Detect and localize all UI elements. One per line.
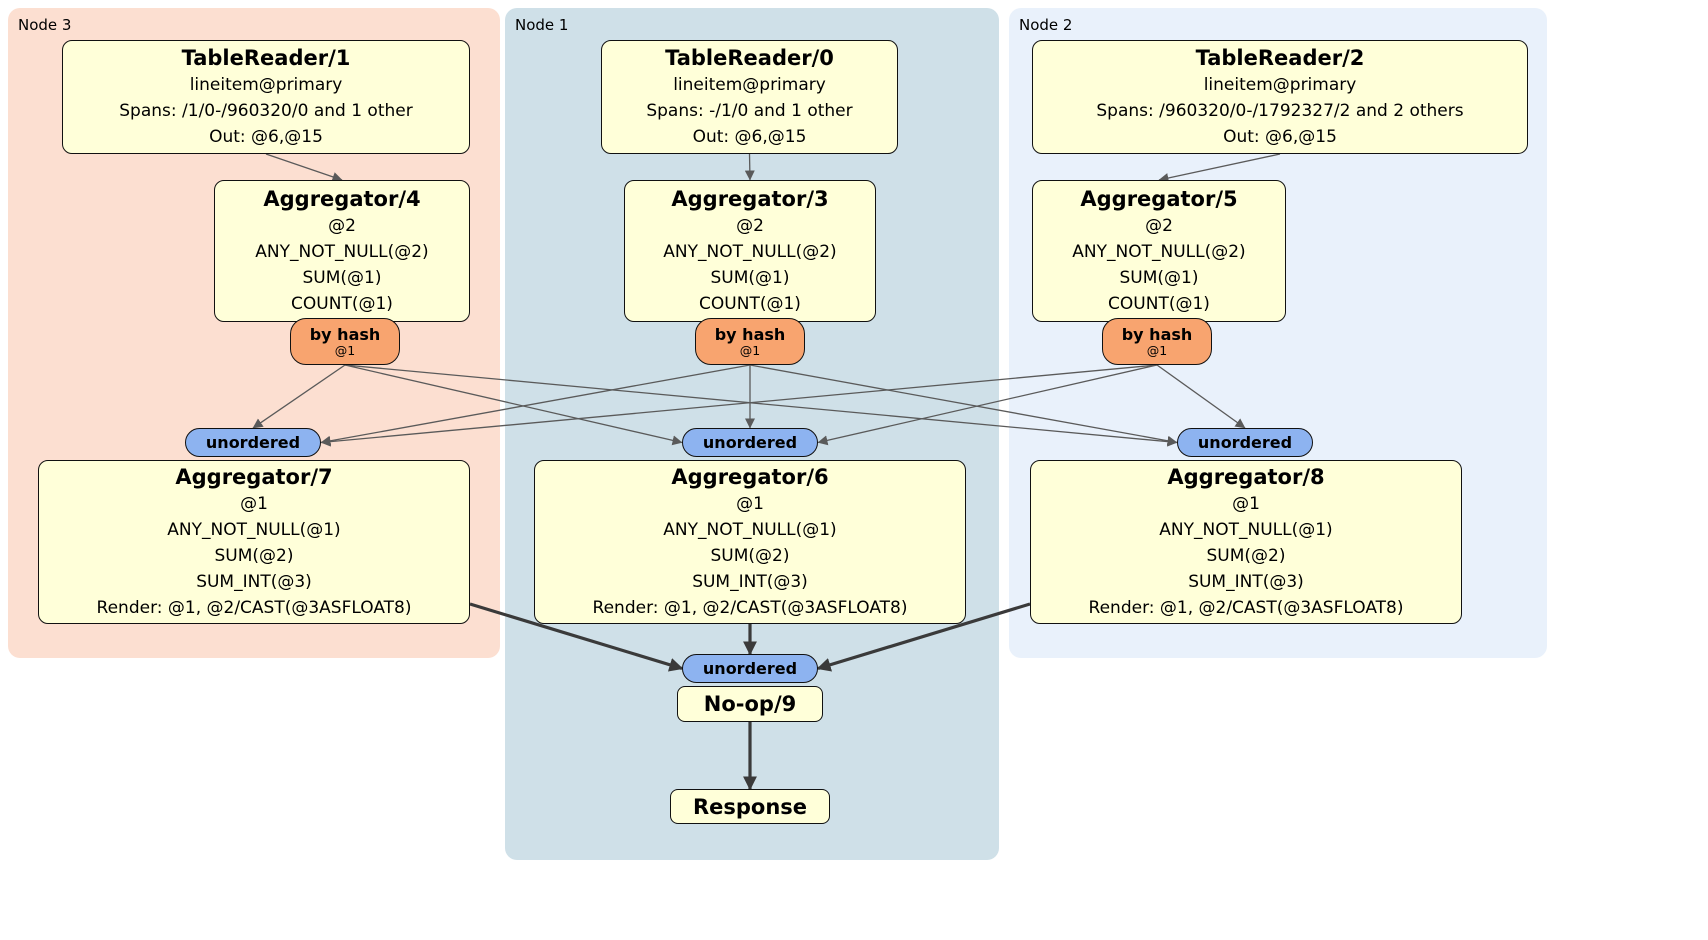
processor-line: @1 <box>1232 494 1260 514</box>
processor-line: COUNT(@1) <box>1108 294 1210 314</box>
box-tablereader-0: TableReader/0 lineitem@primary Spans: -/… <box>601 40 898 154</box>
processor-line: Render: @1, @2/CAST(@3ASFLOAT8) <box>592 598 908 618</box>
processor-title: Aggregator/6 <box>671 465 829 489</box>
router-label: by hash <box>714 325 786 344</box>
processor-title: Aggregator/8 <box>1167 465 1325 489</box>
processor-line: @1 <box>736 494 764 514</box>
router-sub-label: @1 <box>334 343 356 358</box>
processor-line: ANY_NOT_NULL(@2) <box>1072 242 1246 262</box>
processor-line: SUM(@1) <box>302 268 382 288</box>
processor-line: @2 <box>328 216 356 236</box>
processor-line: Render: @1, @2/CAST(@3ASFLOAT8) <box>1088 598 1404 618</box>
router-unordered-node2: unordered <box>1177 428 1313 457</box>
box-tablereader-2: TableReader/2 lineitem@primary Spans: /9… <box>1032 40 1528 154</box>
processor-line: SUM(@1) <box>710 268 790 288</box>
processor-line: Out: @6,@15 <box>1223 127 1337 147</box>
region-node3-label: Node 3 <box>18 16 72 34</box>
router-label: unordered <box>1197 433 1293 452</box>
router-by-hash-node2: by hash @1 <box>1102 318 1212 365</box>
processor-line: ANY_NOT_NULL(@1) <box>663 520 837 540</box>
processor-line: ANY_NOT_NULL(@1) <box>1159 520 1333 540</box>
processor-line: @2 <box>736 216 764 236</box>
router-by-hash-node3: by hash @1 <box>290 318 400 365</box>
router-unordered-node3: unordered <box>185 428 321 457</box>
processor-line: SUM(@2) <box>214 546 294 566</box>
box-aggregator-6: Aggregator/6 @1 ANY_NOT_NULL(@1) SUM(@2)… <box>534 460 966 624</box>
box-aggregator-3: Aggregator/3 @2 ANY_NOT_NULL(@2) SUM(@1)… <box>624 180 876 322</box>
processor-title: Aggregator/7 <box>175 465 333 489</box>
processor-line: SUM(@2) <box>1206 546 1286 566</box>
processor-line: SUM_INT(@3) <box>196 572 312 592</box>
processor-line: @2 <box>1145 216 1173 236</box>
processor-title: No-op/9 <box>703 692 797 716</box>
processor-line: lineitem@primary <box>673 75 826 95</box>
region-node1-label: Node 1 <box>515 16 569 34</box>
router-sub-label: @1 <box>1146 343 1168 358</box>
box-response: Response <box>670 789 830 824</box>
processor-line: lineitem@primary <box>189 75 343 95</box>
processor-line: ANY_NOT_NULL(@2) <box>255 242 429 262</box>
processor-line: lineitem@primary <box>1203 75 1357 95</box>
box-aggregator-5: Aggregator/5 @2 ANY_NOT_NULL(@2) SUM(@1)… <box>1032 180 1286 322</box>
region-node2-label: Node 2 <box>1019 16 1073 34</box>
processor-line: SUM_INT(@3) <box>1188 572 1304 592</box>
router-label: by hash <box>309 325 381 344</box>
processor-line: SUM_INT(@3) <box>692 572 808 592</box>
processor-line: ANY_NOT_NULL(@2) <box>663 242 837 262</box>
processor-line: Render: @1, @2/CAST(@3ASFLOAT8) <box>96 598 412 618</box>
router-sub-label: @1 <box>739 343 761 358</box>
processor-line: COUNT(@1) <box>291 294 393 314</box>
processor-line: @1 <box>240 494 268 514</box>
processor-line: Out: @6,@15 <box>209 127 323 147</box>
processor-line: SUM(@1) <box>1119 268 1199 288</box>
box-noop-9: No-op/9 <box>677 686 823 722</box>
router-label: unordered <box>702 433 798 452</box>
router-by-hash-node1: by hash @1 <box>695 318 805 365</box>
processor-line: Spans: -/1/0 and 1 other <box>646 101 853 121</box>
box-aggregator-4: Aggregator/4 @2 ANY_NOT_NULL(@2) SUM(@1)… <box>214 180 470 322</box>
box-tablereader-1: TableReader/1 lineitem@primary Spans: /1… <box>62 40 470 154</box>
processor-title: TableReader/0 <box>665 46 834 70</box>
processor-title: Aggregator/4 <box>263 187 421 211</box>
processor-title: TableReader/1 <box>181 46 351 70</box>
processor-line: Spans: /1/0-/960320/0 and 1 other <box>119 101 413 121</box>
processor-title: Aggregator/3 <box>671 187 829 211</box>
processor-line: SUM(@2) <box>710 546 790 566</box>
processor-line: Out: @6,@15 <box>692 127 807 147</box>
processor-line: ANY_NOT_NULL(@1) <box>167 520 341 540</box>
router-label: unordered <box>702 659 798 678</box>
processor-title: Response <box>692 794 808 819</box>
processor-title: Aggregator/5 <box>1080 187 1238 211</box>
router-unordered-final: unordered <box>682 654 818 683</box>
processor-line: COUNT(@1) <box>699 294 801 314</box>
router-label: unordered <box>205 433 301 452</box>
router-label: by hash <box>1121 325 1193 344</box>
box-aggregator-8: Aggregator/8 @1 ANY_NOT_NULL(@1) SUM(@2)… <box>1030 460 1462 624</box>
box-aggregator-7: Aggregator/7 @1 ANY_NOT_NULL(@1) SUM(@2)… <box>38 460 470 624</box>
processor-title: TableReader/2 <box>1195 46 1365 70</box>
router-unordered-node1: unordered <box>682 428 818 457</box>
processor-line: Spans: /960320/0-/1792327/2 and 2 others <box>1096 101 1464 121</box>
